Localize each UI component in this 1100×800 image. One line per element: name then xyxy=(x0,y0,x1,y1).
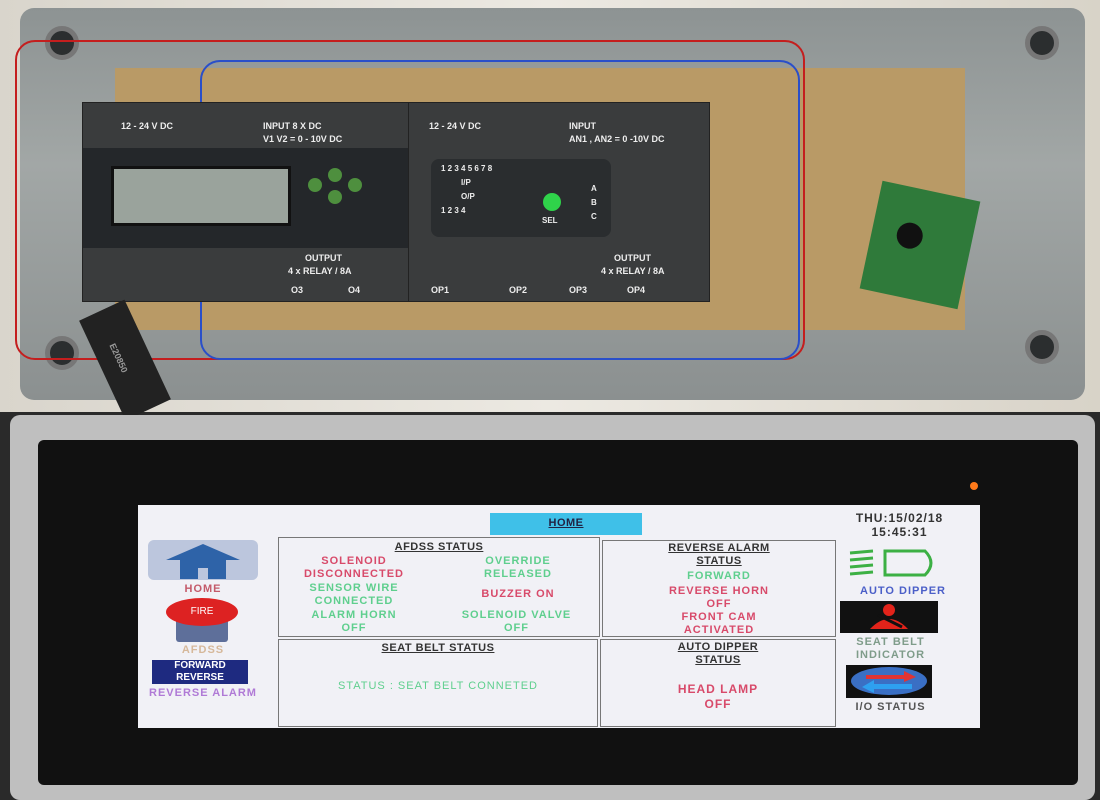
head-lamp-status-2: OFF xyxy=(704,697,732,711)
hmi-screen: HOME THU:15/02/18 15:45:31 HOME FIRE AFD… xyxy=(138,505,980,728)
dipper-title: AUTO DIPPER xyxy=(677,641,759,653)
buzzer-status: BUZZER ON xyxy=(481,588,555,600)
front-cam-status: FRONT CAM xyxy=(681,611,757,623)
solenoid-valve-status-2: OFF xyxy=(504,622,529,634)
reverse-horn-status-2: OFF xyxy=(706,598,732,610)
terminal-label: OP1 xyxy=(431,285,450,295)
terminal-label: OP3 xyxy=(569,285,588,295)
head-lamp-status: HEAD LAMP xyxy=(677,682,759,696)
io-status-button[interactable] xyxy=(846,665,932,698)
power-led xyxy=(970,482,978,490)
reverse-alarm-label: REVERSE ALARM xyxy=(149,687,257,699)
date-display: THU:15/02/18 xyxy=(855,511,944,525)
output-label: OUTPUT xyxy=(614,253,651,263)
io-arrows-icon xyxy=(851,667,927,695)
b-label: B xyxy=(591,198,597,207)
output-label: OUTPUT xyxy=(305,253,342,263)
mount-hole xyxy=(45,26,79,60)
reverse-horn-status: REVERSE HORN xyxy=(668,585,770,597)
input-label: INPUT 8 X DC xyxy=(263,121,322,131)
a-label: A xyxy=(591,184,597,193)
mount-hole xyxy=(45,336,79,370)
forward-icon-text: FORWARD xyxy=(174,660,226,671)
sensor-wire-status: SENSOR WIRE xyxy=(309,582,399,594)
op-label: O/P xyxy=(461,192,475,201)
tab-home-label: HOME xyxy=(548,517,584,529)
auto-dipper-label: AUTO DIPPER xyxy=(860,585,946,597)
io-status-label: I/O STATUS xyxy=(855,701,926,713)
sel-label: SEL xyxy=(542,216,558,225)
plc-display-panel xyxy=(83,148,413,248)
afdss-button[interactable]: FIRE xyxy=(160,598,245,642)
front-cam-status-2: ACTIVATED xyxy=(683,624,755,636)
terminal-label: OP2 xyxy=(509,285,528,295)
seat-belt-title: SEAT BELT STATUS xyxy=(381,642,495,654)
reverse-title: REVERSE ALARM xyxy=(668,542,770,554)
override-status: OVERRIDE xyxy=(485,555,551,567)
home-icon xyxy=(166,544,240,579)
home-button[interactable] xyxy=(148,540,258,580)
io-led-panel: 1 2 3 4 5 6 7 8 I/P O/P 1 2 3 4 SEL A B … xyxy=(431,159,611,237)
plc-lcd xyxy=(111,166,291,226)
alarm-horn-status: ALARM HORN xyxy=(311,609,397,621)
analog-label: AN1 , AN2 = 0 -10V DC xyxy=(569,134,665,144)
alarm-horn-status-2: OFF xyxy=(341,622,367,634)
tab-home[interactable]: HOME xyxy=(490,513,642,535)
override-status-2: RELEASED xyxy=(484,568,552,580)
buzzer xyxy=(894,220,926,252)
fire-alarm-icon: FIRE xyxy=(166,598,238,626)
plc-button[interactable] xyxy=(328,168,342,182)
mount-hole xyxy=(1025,26,1059,60)
seat-belt-status: STATUS : SEAT BELT CONNETED xyxy=(338,680,538,692)
afdss-title: AFDSS STATUS xyxy=(394,541,484,553)
op-numbers: 1 2 3 4 xyxy=(441,206,466,215)
solenoid-status-2: DISCONNECTED xyxy=(303,568,404,580)
time-display: 15:45:31 xyxy=(871,525,928,539)
auto-dipper-button[interactable] xyxy=(845,547,940,582)
headlamp-icon xyxy=(849,549,933,577)
solenoid-status: SOLENOID xyxy=(321,555,387,567)
reverse-alarm-panel: REVERSE ALARM STATUS FORWARD REVERSE HOR… xyxy=(602,540,836,637)
forward-reverse-icon[interactable]: FORWARD REVERSE xyxy=(152,660,248,684)
reverse-title-2: STATUS xyxy=(696,555,742,567)
plc-main-unit: 12 - 24 V DC INPUT 8 X DC V1 V2 = 0 - 10… xyxy=(82,102,413,302)
cable-text: E20850 xyxy=(107,341,130,375)
supply-label: 12 - 24 V DC xyxy=(429,121,482,131)
auto-dipper-panel: AUTO DIPPER STATUS HEAD LAMP OFF xyxy=(600,639,836,727)
plc-button[interactable] xyxy=(328,190,342,204)
ip-label: I/P xyxy=(461,178,471,187)
solenoid-valve-status: SOLENOID VALVE xyxy=(461,609,572,621)
afdss-status-panel: AFDSS STATUS SOLENOID DISCONNECTED OVERR… xyxy=(278,537,600,637)
supply-label: 12 - 24 V DC xyxy=(121,121,174,131)
home-label: HOME xyxy=(184,583,222,595)
plc-expansion-unit: 12 - 24 V DC INPUT AN1 , AN2 = 0 -10V DC… xyxy=(408,102,710,302)
analog-label: V1 V2 = 0 - 10V DC xyxy=(263,134,343,144)
seat-belt-label: SEAT BELT INDICATOR xyxy=(855,636,926,661)
sel-button[interactable] xyxy=(543,193,561,211)
seat-belt-status-panel: SEAT BELT STATUS STATUS : SEAT BELT CONN… xyxy=(278,639,598,727)
dipper-title-2: STATUS xyxy=(695,654,741,666)
plc-button[interactable] xyxy=(308,178,322,192)
terminal-label: O3 xyxy=(291,285,304,295)
mount-hole xyxy=(1025,330,1059,364)
terminal-label: O4 xyxy=(348,285,361,295)
reverse-icon-text: REVERSE xyxy=(176,672,224,683)
seat-belt-icon xyxy=(870,604,908,629)
sensor-wire-status-2: CONNECTED xyxy=(314,595,394,607)
c-label: C xyxy=(591,212,597,221)
plc-enclosure-photo: 12 - 24 V DC INPUT 8 X DC V1 V2 = 0 - 10… xyxy=(0,0,1100,412)
seat-belt-button[interactable] xyxy=(840,601,938,633)
output-rating-label: 4 x RELAY / 8A xyxy=(288,266,352,276)
output-rating-label: 4 x RELAY / 8A xyxy=(601,266,665,276)
afdss-label: AFDSS xyxy=(181,644,225,656)
ip-numbers: 1 2 3 4 5 6 7 8 xyxy=(441,164,493,173)
plc-button[interactable] xyxy=(348,178,362,192)
input-label: INPUT xyxy=(569,121,596,131)
forward-status: FORWARD xyxy=(687,570,751,582)
terminal-label: OP4 xyxy=(627,285,646,295)
